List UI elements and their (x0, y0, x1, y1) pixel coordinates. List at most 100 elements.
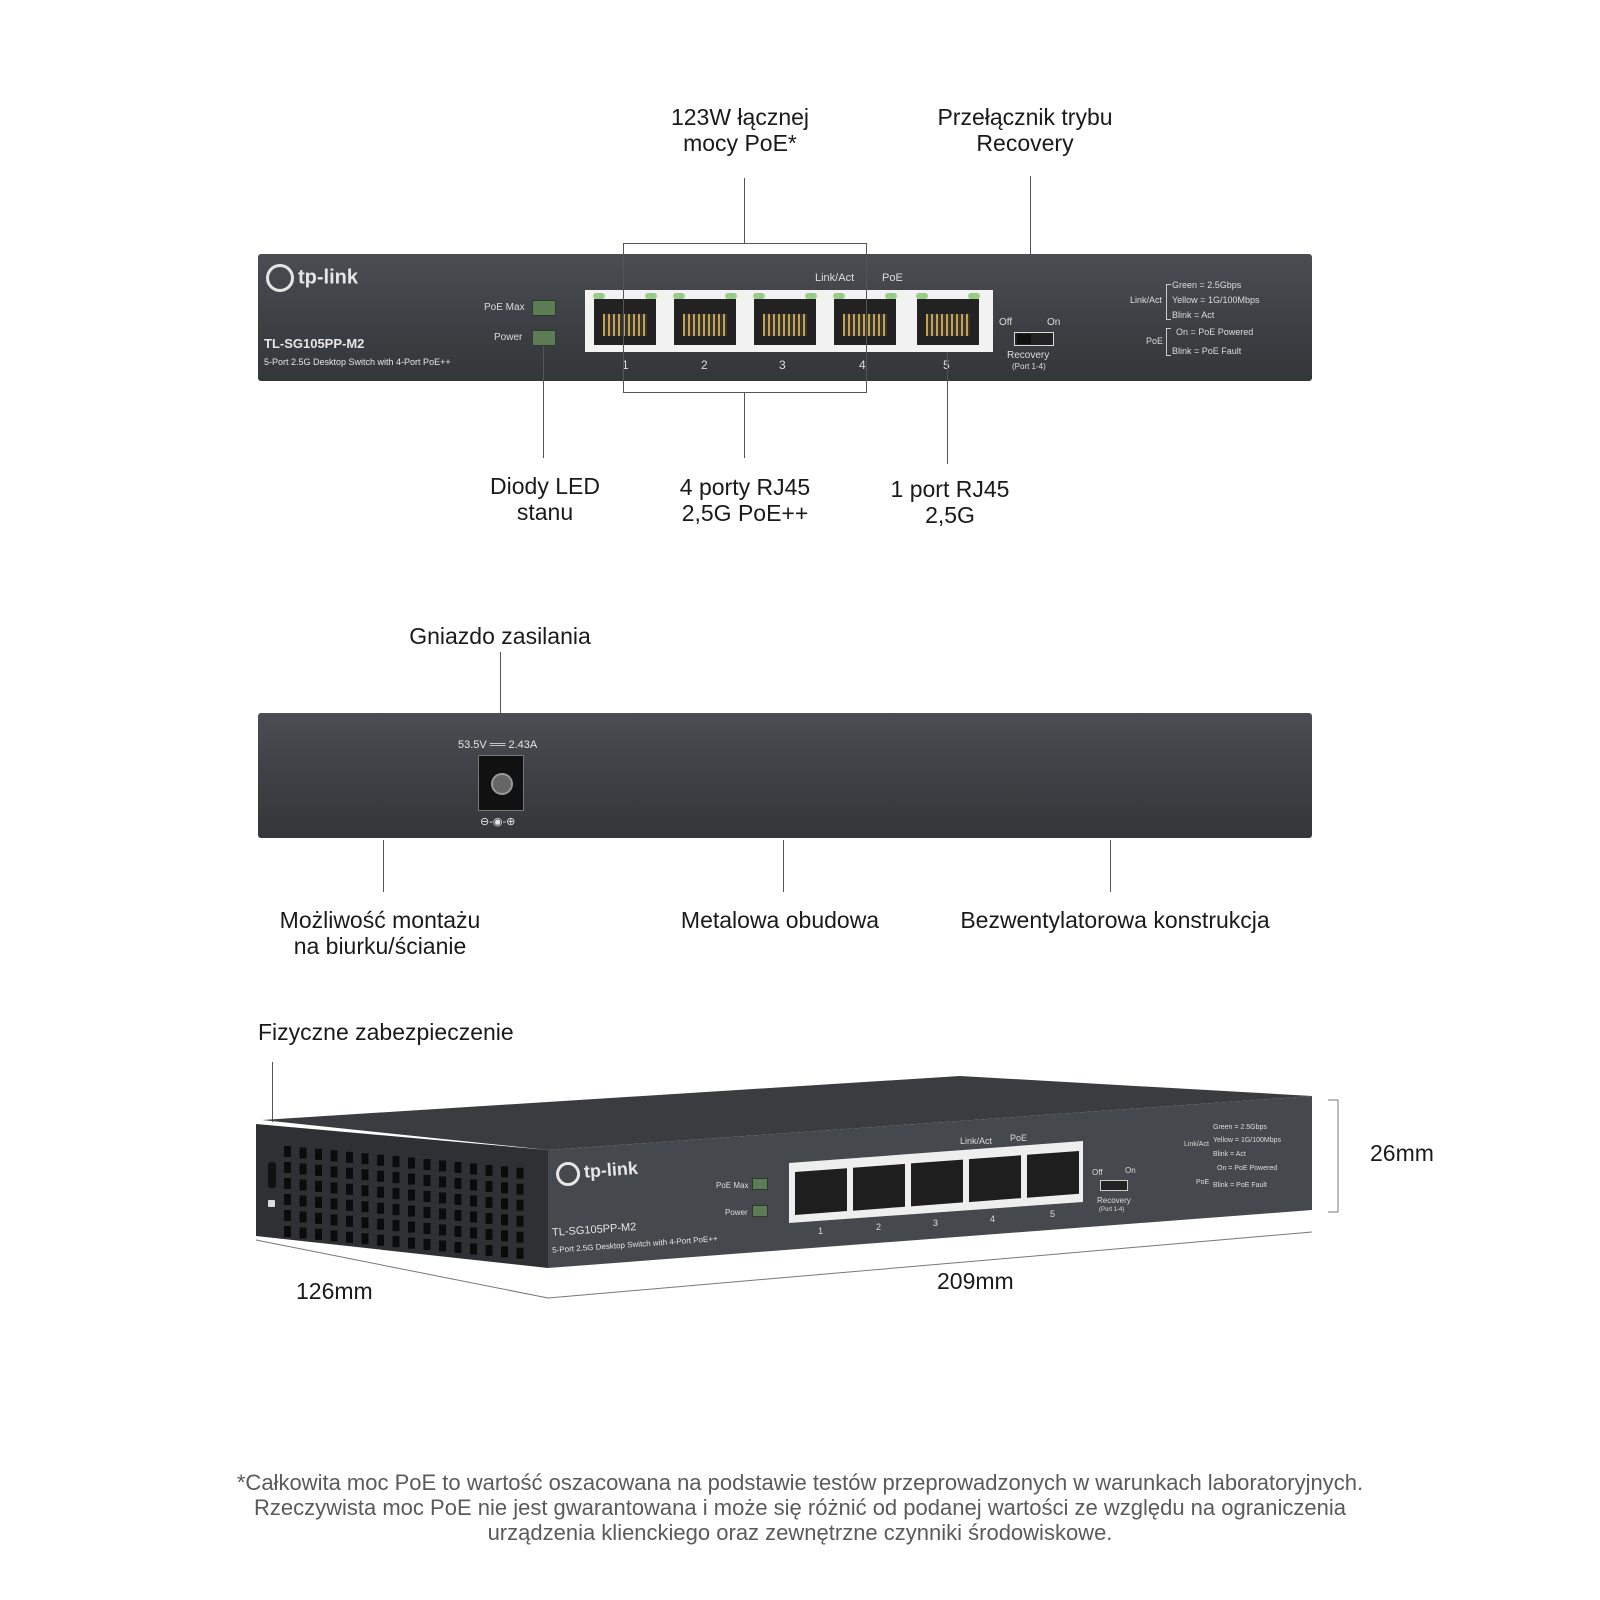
front-panel: tp-link TL-SG105PP-M2 5-Port 2.5G Deskto… (258, 254, 1312, 381)
vent-slot (284, 1162, 291, 1173)
vent-slot (485, 1164, 493, 1176)
vent-slot (377, 1234, 384, 1246)
callout-recovery-switch: Przełącznik trybu Recovery (937, 104, 1113, 156)
persp-logo-icon (555, 1161, 581, 1187)
vent-slot (470, 1211, 477, 1223)
vent-slot (330, 1166, 338, 1178)
kensington-lock-slot (268, 1162, 276, 1188)
callout-power-jack: Gniazdo zasilania (409, 623, 591, 649)
vent-slot (330, 1150, 338, 1162)
power-jack (478, 755, 524, 811)
vent-slot (346, 1199, 353, 1211)
callout-metal-case: Metalowa obudowa (680, 907, 880, 933)
vent-slot (408, 1221, 415, 1233)
power-jack-hole (491, 773, 513, 795)
vent-slot (346, 1151, 353, 1163)
vent-slot (361, 1217, 369, 1229)
persp-led-label-poemax: PoE Max (716, 1181, 749, 1190)
vent-slot (361, 1153, 369, 1165)
vent-slot (423, 1239, 431, 1251)
vent-slot (485, 1196, 493, 1208)
rj45-port-1 (587, 290, 663, 352)
vent-slot (284, 1194, 291, 1205)
vent-slot (408, 1157, 415, 1169)
vent-slot (485, 1244, 493, 1256)
vent-slot (439, 1224, 446, 1236)
vent-slot (439, 1176, 446, 1188)
vent-slot (470, 1195, 477, 1207)
perspective-port-2 (853, 1163, 905, 1211)
model-name: TL-SG105PP-M2 (264, 336, 365, 351)
callout-status-leds: Diody LED stanu (490, 473, 600, 525)
legend-poe-item-1: On = PoE Powered (1176, 327, 1254, 337)
port-number-4: 4 (859, 358, 866, 372)
vent-slot (501, 1182, 508, 1194)
vent-slot (361, 1233, 369, 1245)
vent-slot (361, 1201, 369, 1213)
leader-power-jack (500, 652, 501, 762)
vent-slot (299, 1179, 307, 1191)
vent-slot (501, 1230, 508, 1242)
leader-mounting (383, 840, 384, 892)
vent-slot (516, 1199, 524, 1211)
persp-port-header-linkact: Link/Act (960, 1136, 993, 1146)
switch-label: Recovery (1007, 350, 1050, 361)
vent-slot (330, 1182, 338, 1194)
vent-slot (439, 1160, 446, 1172)
leader-rj45 (947, 352, 948, 464)
perspective-port-1 (795, 1168, 847, 1215)
vent-slot (439, 1192, 446, 1204)
vent-slot (501, 1198, 508, 1210)
persp-port-number-5: 5 (1050, 1209, 1056, 1219)
vent-slot (501, 1214, 508, 1226)
vent-slot (284, 1146, 291, 1157)
dimension-lines (255, 1099, 1339, 1299)
persp-switch-label: Recovery (1097, 1196, 1131, 1205)
vent-slot (377, 1186, 384, 1198)
model-description: 5-Port 2.5G Desktop Switch with 4-Port P… (264, 357, 451, 367)
vent-slot (377, 1202, 384, 1214)
legend-linkact-item-2: Yellow = 1G/100Mbps (1172, 295, 1260, 305)
tplink-logo: tp-link (266, 264, 358, 292)
vent-slot (454, 1225, 462, 1237)
persp-switch-on: On (1125, 1166, 1136, 1175)
port-number-3: 3 (779, 358, 786, 372)
port-number-2: 2 (701, 358, 708, 372)
vent-slot (299, 1147, 307, 1159)
callout-mounting: Możliwość montażu na biurku/ścianie (279, 907, 481, 959)
persp-led-label-power: Power (725, 1208, 748, 1217)
vent-slot (361, 1169, 369, 1181)
callout-rj45-port: 1 port RJ45 2,5G (890, 476, 1010, 528)
vent-slot (315, 1196, 322, 1208)
vent-slot (516, 1183, 524, 1195)
persp-legend-linkact: Link/Act (1184, 1141, 1209, 1148)
persp-switch-off: Off (1092, 1168, 1103, 1177)
port-header-linkact: Link/Act (815, 272, 855, 284)
callout-security: Fizyczne zabezpieczenie (258, 1019, 514, 1045)
vent-slot (439, 1208, 446, 1220)
legend-bracket-2 (1166, 328, 1171, 356)
rj45-port-3 (747, 290, 823, 352)
vent-slot (330, 1214, 338, 1226)
port-header-poe: PoE (882, 272, 903, 284)
vent-slot (485, 1228, 493, 1240)
persp-legend-linkact-2: Yellow = 1G/100Mbps (1213, 1137, 1282, 1144)
switch-sub-label: (Port 1-4) (1012, 362, 1046, 371)
perspective-ports (789, 1141, 1083, 1223)
vent-slot (315, 1180, 322, 1192)
vent-slot (284, 1226, 291, 1237)
recovery-switch (1014, 332, 1054, 346)
persp-legend-linkact-1: Green = 2.5Gbps (1213, 1124, 1267, 1131)
footnote: *Całkowita moc PoE to wartość oszacowana… (236, 1470, 1364, 1545)
vent-slot (485, 1212, 493, 1224)
persp-switch-sub: (Port 1-4) (1099, 1207, 1125, 1213)
legend-poe-label: PoE (1146, 336, 1164, 346)
led-label-power: Power (494, 332, 523, 343)
vent-slot (423, 1223, 431, 1235)
dim-depth-line (255, 1239, 549, 1299)
persp-port-number-2: 2 (876, 1222, 882, 1232)
legend-bracket-1 (1166, 284, 1171, 320)
vent-slot (470, 1243, 477, 1255)
lock-icon (268, 1200, 275, 1207)
